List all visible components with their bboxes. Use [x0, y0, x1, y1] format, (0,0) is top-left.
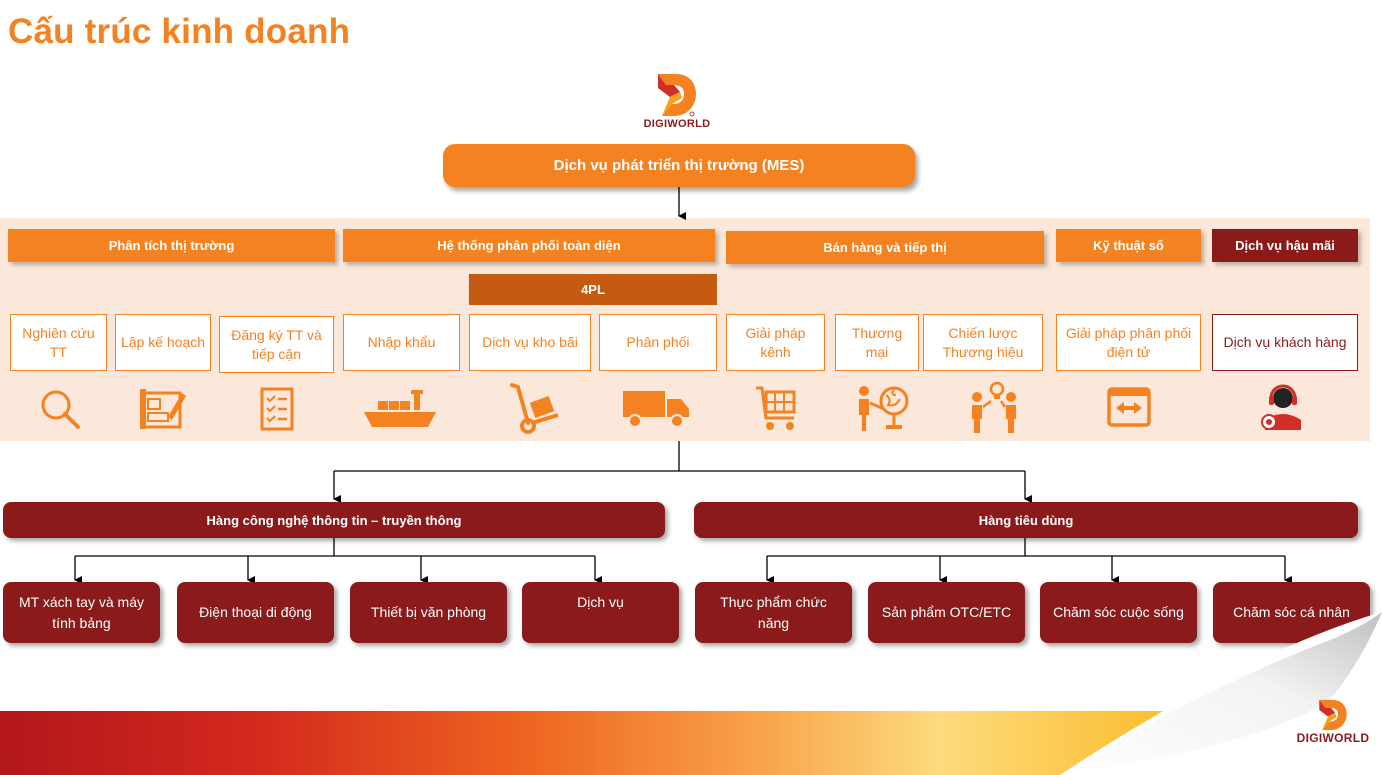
service-trade: Thương mại: [835, 314, 919, 371]
service-warehouse: Dịch vụ kho bãi: [469, 314, 591, 371]
mes-box: Dịch vụ phát triển thị trường (MES): [443, 144, 915, 187]
page-title: Cấu trúc kinh doanh: [8, 12, 351, 51]
digiworld-logo: DIGIWORLD: [632, 70, 722, 130]
digiworld-footer-logo: DIGIWORLD: [1288, 697, 1378, 745]
people-idea-icon: [966, 380, 1026, 436]
service-brand-strategy: Chiến lược Thương hiệu: [923, 314, 1043, 371]
category-after-sales: Dịch vụ hậu mãi: [1212, 229, 1358, 262]
product-lifestyle-care: Chăm sóc cuộc sống: [1040, 582, 1197, 643]
category-sales-marketing: Bán hàng và tiếp thị: [726, 231, 1044, 264]
cargo-ship-icon: [362, 384, 438, 434]
exchange-screen-icon: [1104, 384, 1154, 430]
group-ict: Hàng công nghệ thông tin – truyền thông: [3, 502, 665, 538]
hand-truck-icon: [507, 380, 563, 436]
category-4pl: 4PL: [469, 274, 717, 305]
product-functional-food: Thực phẩm chức năng: [695, 582, 852, 643]
service-channel-solution: Giải pháp kênh: [726, 314, 825, 371]
service-import: Nhập khẩu: [343, 314, 460, 371]
product-otc-etc: Sản phẩm OTC/ETC: [868, 582, 1025, 643]
magnifier-icon: [35, 384, 85, 434]
service-customer-service: Dịch vụ khách hàng: [1212, 314, 1358, 371]
service-planning: Lập kế hoạch: [115, 314, 211, 371]
product-service: Dịch vụ: [522, 582, 679, 643]
digiworld-logo-text: DIGIWORLD: [643, 118, 711, 130]
category-distribution-system: Hệ thống phân phối toàn diện: [343, 229, 715, 262]
service-e-distribution: Giải pháp phân phối điện tử: [1056, 314, 1201, 371]
service-market-research: Nghiên cứu TT: [10, 314, 107, 371]
service-distribution: Phân phối: [599, 314, 717, 371]
blueprint-icon: [135, 384, 191, 434]
category-digital: Kỹ thuật số: [1056, 229, 1201, 262]
product-mobile-phone: Điện thoại di động: [177, 582, 334, 643]
shopping-cart-icon: [752, 382, 802, 434]
digiworld-logo-mark-icon: [658, 74, 696, 117]
product-office-equipment: Thiết bị văn phòng: [350, 582, 507, 643]
category-market-analysis: Phân tích thị trường: [8, 229, 335, 262]
product-laptop-tablet: MT xách tay và máy tính bảng: [3, 582, 160, 643]
digiworld-footer-logo-text: DIGIWORLD: [1296, 731, 1370, 745]
service-registration: Đăng ký TT và tiếp cận: [219, 316, 334, 373]
product-personal-care: Chăm sóc cá nhân: [1213, 582, 1370, 643]
digiworld-footer-logo-mark-icon: [1319, 699, 1347, 731]
checklist-icon: [252, 384, 302, 434]
headset-agent-icon: [1255, 382, 1305, 434]
delivery-truck-icon: [620, 384, 692, 434]
globe-handshake-icon: [855, 380, 911, 436]
group-consumer: Hàng tiêu dùng: [694, 502, 1358, 538]
